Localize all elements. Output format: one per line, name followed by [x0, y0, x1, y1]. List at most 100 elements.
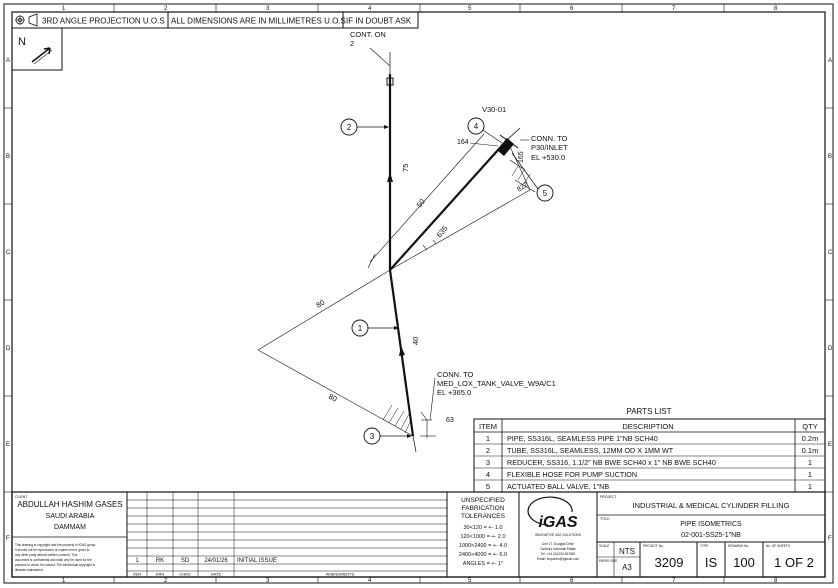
- conn-bot-line2: MED_LOX_TANK_VALVE_W9A/C1: [437, 379, 556, 388]
- svg-text:5: 5: [543, 189, 548, 198]
- grid-col-5-bottom: 5: [468, 578, 472, 584]
- client-label: CLIENT: [15, 495, 28, 499]
- rev-header-amendments: AMENDMENTS: [326, 572, 355, 577]
- parts-row-3-desc: REDUCER, SS316, 1.1/2" NB BWE SCH40 x 1"…: [507, 458, 716, 467]
- svg-text:document is confidential and s: document is confidential and shall only …: [15, 558, 92, 562]
- logo-subtitle: INNOVATIVE GAS SOLUTIONS: [535, 533, 581, 537]
- tolerances-box: UNSPECIFIED FABRICATION TOLERANCES 30<12…: [459, 492, 520, 577]
- grid-col-1: 1: [62, 6, 66, 12]
- grid-row-d-right: D: [828, 346, 833, 352]
- dimensions-note: ALL DIMENSIONS ARE IN MILLIMETRES U.O.S: [171, 17, 346, 26]
- conn-top-line3: EL +530.0: [531, 153, 565, 162]
- svg-text:likewise maintained.: likewise maintained.: [15, 568, 44, 572]
- revision-table: 1 RK SD 24/01/26 INITIAL ISSUE VER DRN C…: [127, 492, 448, 577]
- dim-50: 50: [415, 197, 427, 209]
- hatch-upper: [511, 165, 531, 185]
- type-value: IS: [705, 555, 718, 570]
- parts-list: PARTS LIST ITEM DESCRIPTION QTY 1 PIPE, …: [473, 407, 826, 493]
- grid-col-6-bottom: 6: [570, 578, 574, 584]
- balloon-5: 5: [511, 152, 554, 202]
- parts-header-qty: QTY: [802, 422, 817, 431]
- hatch-lower: [382, 404, 412, 434]
- grid-right-labels: A B C D E F: [828, 58, 833, 542]
- parts-row-2-item: 2: [486, 446, 490, 455]
- parts-row-1-item: 1: [486, 434, 490, 443]
- flow-arrow-lower: [399, 346, 405, 356]
- parts-row-5-desc: ACTUATED BALL VALVE, 1"NB: [507, 482, 609, 491]
- paper-size-label: PAPER SIZE: [599, 559, 618, 563]
- grid-col-1-bottom: 1: [62, 578, 66, 584]
- svg-text:4: 4: [474, 122, 479, 131]
- project-label: PROJECT: [600, 495, 617, 499]
- drawing-number: 100: [733, 555, 755, 570]
- tolerance-row-3: 1000<2400 = +- 4.0: [459, 543, 507, 549]
- dim-40: 40: [411, 337, 420, 345]
- paper-size-value: A3: [622, 563, 632, 572]
- project-number: 3209: [655, 555, 684, 570]
- header-strip: 3RD ANGLE PROJECTION U.O.S ALL DIMENSION…: [11, 11, 419, 29]
- dim-164: 164: [457, 139, 469, 146]
- drawing-number-cells: SCALE NTS PAPER SIZE A3 PROJECT No. 3209…: [597, 542, 814, 577]
- svg-text:FABRICATION: FABRICATION: [462, 505, 505, 512]
- rev-number: 1: [135, 558, 139, 564]
- balloon-1: 1: [351, 319, 399, 337]
- client-box: CLIENT ABDULLAH HASHIM GASES SAUDI ARABI…: [12, 492, 128, 577]
- parts-list-title: PARTS LIST: [626, 407, 671, 416]
- tolerance-row-2: 120<1000 = +- 2.0: [460, 534, 505, 540]
- grid-col-2-bottom: 2: [164, 578, 168, 584]
- client-country: SAUDI ARABIA: [46, 513, 95, 520]
- svg-text:Email: enquiries@igasuk.com: Email: enquiries@igasuk.com: [537, 557, 579, 561]
- parts-row-3-qty: 1: [808, 458, 812, 467]
- line-ref: V30-01: [482, 105, 506, 114]
- drawing-title: PIPE ISOMETRICS: [680, 521, 742, 528]
- project-name: INDUSTRIAL & MEDICAL CYLINDER FILLING: [633, 501, 790, 510]
- flow-arrow-up: [387, 172, 393, 182]
- svg-text:1: 1: [358, 324, 363, 333]
- parts-row-4-qty: 1: [808, 470, 812, 479]
- parts-header-description: DESCRIPTION: [622, 422, 673, 431]
- scale-value: NTS: [619, 547, 635, 556]
- grid-col-3-bottom: 3: [266, 578, 270, 584]
- construction-lines: [257, 133, 536, 438]
- dim-63: 63: [446, 417, 454, 424]
- svg-text:This drawing is copyright and: This drawing is copyright and the proper…: [15, 543, 96, 547]
- parts-row-4-item: 4: [486, 470, 490, 479]
- copyright-disclaimer: This drawing is copyright and the proper…: [15, 543, 96, 572]
- rev-drawn: RK: [156, 558, 164, 564]
- title-block: CLIENT ABDULLAH HASHIM GASES SAUDI ARABI…: [11, 491, 826, 578]
- grid-row-d: D: [6, 346, 11, 352]
- svg-text:UNSPECIFIED: UNSPECIFIED: [461, 497, 505, 504]
- dim-822: 822: [516, 181, 530, 193]
- top-fitting: [386, 77, 394, 86]
- grid-ticks: [4, 4, 833, 583]
- rev-header-drn: DRN: [156, 572, 165, 577]
- project-number-label: PROJECT No.: [643, 544, 664, 548]
- rev-header-date: DATE: [211, 572, 222, 577]
- conn-bot-line1: CONN. TO: [437, 370, 474, 379]
- parts-row-2-desc: TUBE, SS316L, SEAMLESS, 12MM OD X 1MM WT: [507, 446, 674, 455]
- valve-fitting: [497, 127, 521, 156]
- grid-row-c: C: [6, 250, 11, 256]
- svg-text:any other party without writte: any other party without written consent.…: [15, 553, 78, 557]
- tolerance-row-4: 2400<4000 = +- 6.0: [459, 552, 507, 558]
- grid-col-4: 4: [368, 6, 372, 12]
- north-label: N: [18, 36, 26, 48]
- rev-date: 24/01/26: [204, 558, 228, 564]
- parts-row-4-desc: FLEXIBLE HOSE FOR PUMP SUCTION: [507, 470, 637, 479]
- svg-text:3: 3: [370, 432, 375, 441]
- grid-row-c-right: C: [828, 250, 833, 256]
- grid-col-4-bottom: 4: [368, 578, 372, 584]
- projection-note: 3RD ANGLE PROJECTION U.O.S: [42, 17, 165, 26]
- balloon-4: 4: [467, 117, 503, 144]
- grid-col-7-bottom: 7: [672, 578, 676, 584]
- svg-text:TOLERANCES: TOLERANCES: [461, 513, 506, 520]
- sheets-label: No. OF SHEETS: [766, 544, 790, 548]
- igas-logo: iGAS INNOVATIVE GAS SOLUTIONS Unit 17, D…: [527, 492, 598, 577]
- parts-header-item: ITEM: [479, 422, 497, 431]
- north-arrow-icon: [31, 47, 53, 65]
- svg-text:2: 2: [347, 123, 352, 132]
- grid-row-e-right: E: [828, 442, 832, 448]
- parts-row-5-qty: 1: [808, 482, 812, 491]
- balloon-3: 3: [363, 427, 412, 445]
